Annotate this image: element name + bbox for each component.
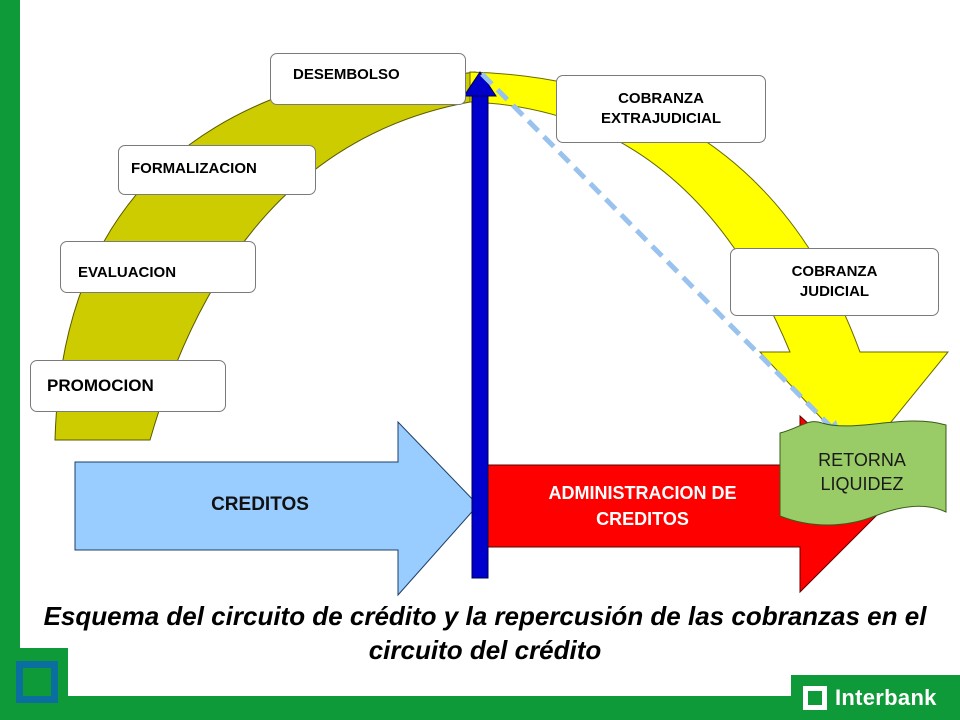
stage-box-cobranza-judicial: COBRANZA JUDICIAL [730,248,939,316]
stage-label-formalizacion: FORMALIZACION [131,160,257,177]
stage-box-promocion: PROMOCION [30,360,226,412]
creditos-arrow [74,420,479,597]
stage-label-desembolso: DESEMBOLSO [293,66,400,83]
return-dashed-line [480,72,834,430]
brand-name: Interbank [835,684,937,710]
creditos-label: CREDITOS [211,494,309,515]
diagram-caption: Esquema del circuito de crédito y la rep… [43,601,927,665]
stage-box-desembolso: DESEMBOLSO [270,53,466,105]
stage-label-cobranza-judicial: COBRANZA JUDICIAL [791,262,878,300]
corner-logo [0,648,68,720]
administracion-label: ADMINISTRACION DE CREDITOS [548,483,737,530]
retorna-liquidez-label: RETORNA LIQUIDEZ [818,450,906,495]
stage-label-promocion: PROMOCION [47,376,154,395]
stage-label-evaluacion: EVALUACION [78,264,177,281]
retorna-liquidez-banner [779,420,947,526]
interbank-logo: Interbank [791,675,960,720]
stage-box-evaluacion: EVALUACION [60,241,256,293]
interbank-square-icon [803,685,827,710]
stage-box-formalizacion: FORMALIZACION [118,145,316,195]
stage-box-cobranza-extrajudicial: COBRANZA EXTRAJUDICIAL [556,75,766,143]
divider-arrow-shaft [471,94,489,579]
left-frame-bar [0,0,20,720]
divider-arrow-head [463,71,497,97]
square-logo-icon [16,661,58,703]
stage-label-cobranza-extrajudicial: COBRANZA EXTRAJUDICIAL [600,89,721,127]
